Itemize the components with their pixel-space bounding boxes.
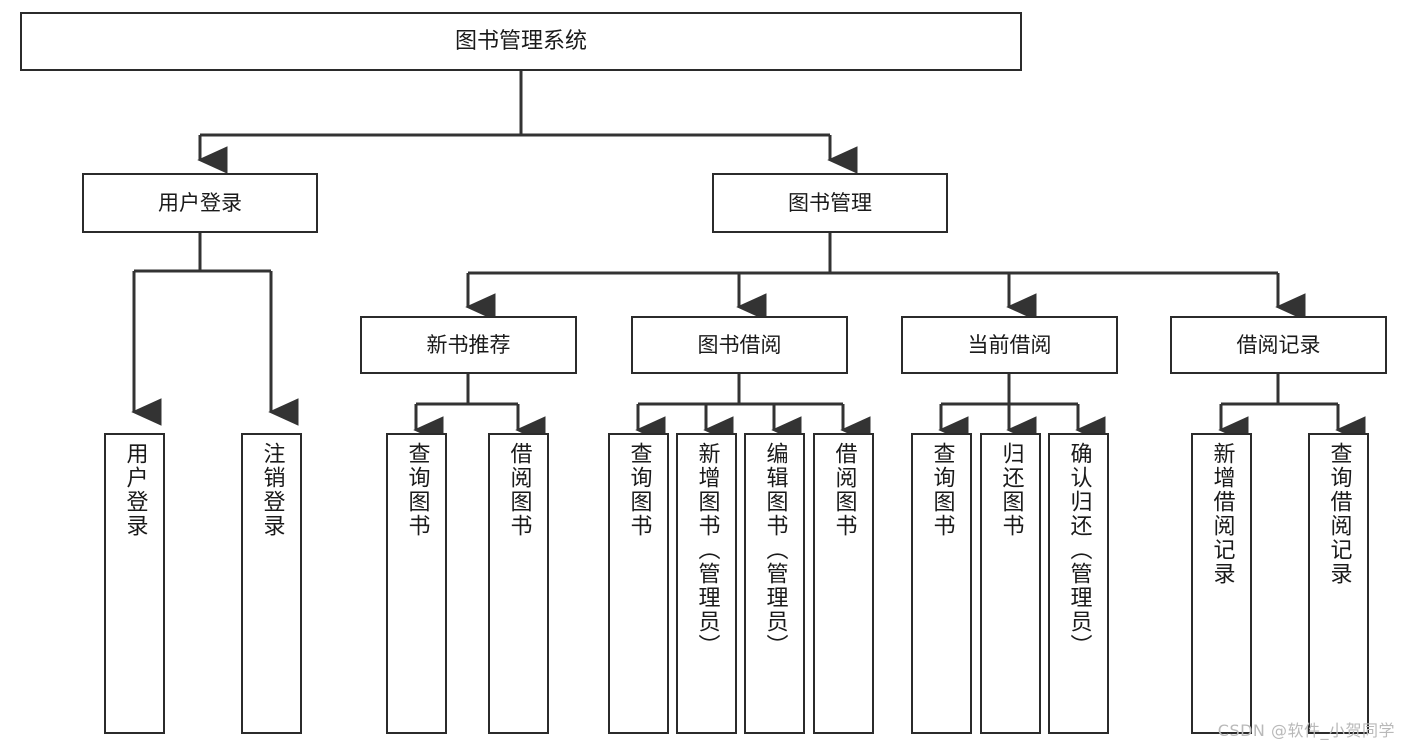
leaf-recommend-query-book[interactable]: 查询图书 — [386, 433, 447, 734]
node-label: 编辑图书（管理员） — [762, 442, 788, 658]
node-label: 图书管理系统 — [454, 28, 587, 54]
node-label: 查询图书 — [404, 442, 430, 538]
leaf-borrow-query-book[interactable]: 查询图书 — [608, 433, 669, 734]
leaf-current-return-book[interactable]: 归还图书 — [980, 433, 1041, 734]
node-label: 新增借阅记录 — [1209, 442, 1235, 586]
node-label: 查询图书 — [929, 442, 955, 538]
leaf-record-add-borrow-record[interactable]: 新增借阅记录 — [1191, 433, 1252, 734]
node-label: 借阅记录 — [1236, 332, 1321, 357]
leaf-current-confirm-return-admin[interactable]: 确认归还（管理员） — [1048, 433, 1109, 734]
node-label: 用户登录 — [158, 190, 242, 215]
leaf-logout[interactable]: 注销登录 — [241, 433, 302, 734]
node-label: 新增图书（管理员） — [694, 442, 720, 658]
node-label: 归还图书 — [998, 442, 1024, 538]
node-root-book-management-system[interactable]: 图书管理系统 — [20, 12, 1022, 71]
node-book-borrow[interactable]: 图书借阅 — [631, 316, 848, 374]
node-label: 当前借阅 — [967, 332, 1052, 357]
leaf-borrow-add-book-admin[interactable]: 新增图书（管理员） — [676, 433, 737, 734]
leaf-user-login[interactable]: 用户登录 — [104, 433, 165, 734]
leaf-recommend-borrow-book[interactable]: 借阅图书 — [488, 433, 549, 734]
node-new-book-recommend[interactable]: 新书推荐 — [360, 316, 577, 374]
node-label: 图书借阅 — [697, 332, 782, 357]
node-label: 图书管理 — [788, 190, 872, 215]
node-label: 借阅图书 — [506, 442, 532, 538]
node-label: 确认归还（管理员） — [1066, 442, 1092, 658]
node-book-management[interactable]: 图书管理 — [712, 173, 948, 233]
node-borrow-record[interactable]: 借阅记录 — [1170, 316, 1387, 374]
leaf-current-query-book[interactable]: 查询图书 — [911, 433, 972, 734]
node-label: 新书推荐 — [426, 332, 511, 357]
node-label: 查询借阅记录 — [1326, 442, 1352, 586]
node-label: 查询图书 — [626, 442, 652, 538]
watermark-text: CSDN @软件_小贺同学 — [1217, 721, 1395, 740]
leaf-borrow-borrow-book[interactable]: 借阅图书 — [813, 433, 874, 734]
node-user-login[interactable]: 用户登录 — [82, 173, 318, 233]
leaf-borrow-edit-book-admin[interactable]: 编辑图书（管理员） — [744, 433, 805, 734]
node-label: 注销登录 — [259, 442, 285, 538]
node-label: 借阅图书 — [831, 442, 857, 538]
node-label: 用户登录 — [122, 442, 148, 538]
leaf-record-query-borrow-record[interactable]: 查询借阅记录 — [1308, 433, 1369, 734]
node-current-borrow[interactable]: 当前借阅 — [901, 316, 1118, 374]
